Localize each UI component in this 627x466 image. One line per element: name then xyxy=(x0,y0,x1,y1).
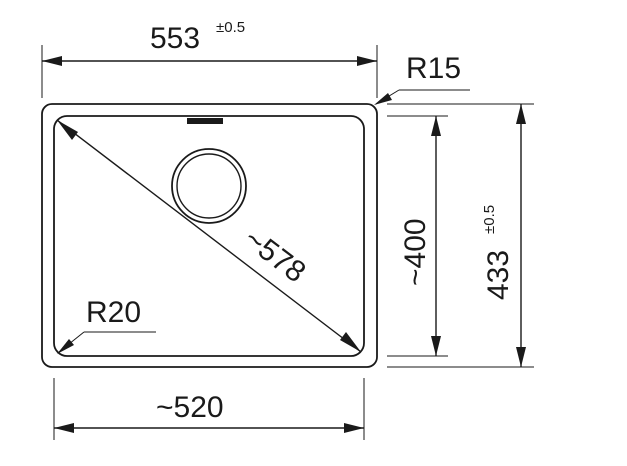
inner-radius-label: R20 xyxy=(86,296,141,329)
outer-height-dimension: 433 ±0.5 xyxy=(481,104,526,367)
outer-width-dimension: 553 ±0.5 xyxy=(42,19,377,66)
outer-height-value: 433 xyxy=(482,250,515,300)
inner-radius-callout: R20 xyxy=(57,296,156,354)
inner-width-dimension: ~520 xyxy=(54,391,364,433)
outer-height-tolerance: ±0.5 xyxy=(481,205,498,234)
inner-height-dimension: ~400 xyxy=(399,116,441,356)
drain-inner xyxy=(176,153,242,219)
inner-width-label: ~520 xyxy=(156,391,224,424)
inner-height-label: ~400 xyxy=(399,218,432,286)
outer-radius-callout: R15 xyxy=(374,52,470,105)
outer-width-value: 553 xyxy=(150,22,200,55)
sink-body xyxy=(41,103,378,368)
inner-bowl xyxy=(53,115,365,357)
outer-width-tolerance: ±0.5 xyxy=(216,19,245,36)
outer-radius-label: R15 xyxy=(406,52,461,85)
extension-lines xyxy=(41,45,534,440)
drain-outer xyxy=(171,148,247,224)
outer-rim xyxy=(41,103,378,368)
diagonal-label: ~578 xyxy=(238,222,312,289)
overflow-slot xyxy=(187,118,223,124)
